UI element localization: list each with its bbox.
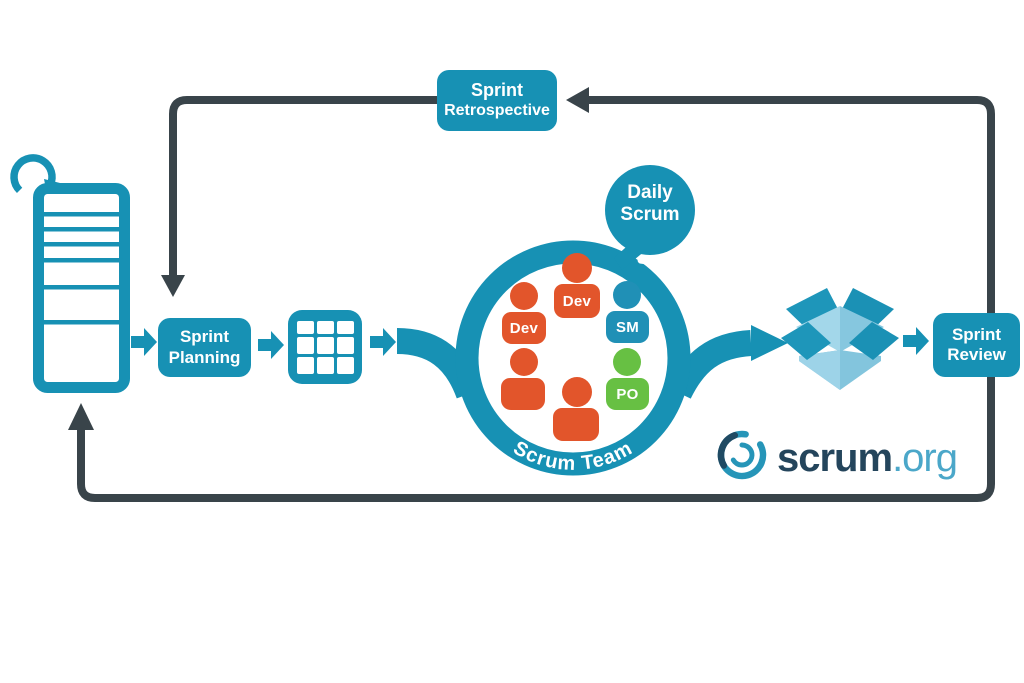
person-head-icon xyxy=(562,253,592,283)
arrow-down-icon xyxy=(161,275,185,297)
sprint-backlog-icon xyxy=(288,310,362,384)
swoosh-arrowhead-icon xyxy=(751,325,788,361)
review-loop-line xyxy=(68,87,995,502)
product-backlog-icon xyxy=(33,183,130,393)
person-body-icon: Dev xyxy=(502,312,546,344)
arrow-up-icon xyxy=(68,403,94,430)
member-role-label: Dev xyxy=(562,292,592,310)
scrum-org-wordmark: scrum.org xyxy=(777,436,958,481)
logo-tld-text: .org xyxy=(892,436,958,480)
person-head-icon xyxy=(613,281,641,309)
sprint-planning-node: Sprint Planning xyxy=(158,318,251,377)
person-head-icon xyxy=(510,282,538,310)
person-head-icon xyxy=(613,348,641,376)
member-role-label: SM xyxy=(615,318,640,336)
person-body-icon: PO xyxy=(606,378,649,410)
arrow-sprint-backlog-to-team xyxy=(370,328,396,356)
sprint-retrospective-line1: Sprint xyxy=(471,80,523,101)
sprint-planning-line1: Sprint xyxy=(179,327,230,347)
daily-scrum-line1: Daily xyxy=(627,182,673,203)
sprint-review-node: Sprint Review xyxy=(933,313,1020,377)
person-head-icon xyxy=(510,348,538,376)
arrow-backlog-to-planning xyxy=(131,328,157,356)
sprint-review-line1: Sprint xyxy=(951,324,1002,344)
sprint-planning-line2: Planning xyxy=(168,347,241,367)
scrum-org-logo-icon xyxy=(717,430,767,480)
person-body-icon: SM xyxy=(606,311,649,343)
daily-scrum-circle xyxy=(605,165,702,270)
member-role-label: PO xyxy=(616,385,639,403)
person-head-icon xyxy=(562,377,592,407)
retrospective-to-planning-line xyxy=(161,96,437,297)
person-body-icon xyxy=(501,378,545,410)
open-box-icon xyxy=(781,288,899,390)
arrow-left-icon xyxy=(566,87,589,113)
sprint-review-line2: Review xyxy=(947,345,1006,364)
sprint-retrospective-node: Sprint Retrospective xyxy=(437,70,557,131)
logo-brand-text: scrum xyxy=(777,436,893,480)
arrow-increment-to-review xyxy=(903,327,929,355)
member-role-label: Dev xyxy=(509,319,539,337)
person-body-icon xyxy=(553,408,599,441)
arrow-planning-to-sprint-backlog xyxy=(258,331,284,359)
sprint-retrospective-line2: Retrospective xyxy=(444,101,550,119)
daily-scrum-line2: Scrum xyxy=(620,203,680,225)
daily-scrum-label: Daily Scrum xyxy=(605,182,695,226)
person-body-icon: Dev xyxy=(554,284,600,318)
